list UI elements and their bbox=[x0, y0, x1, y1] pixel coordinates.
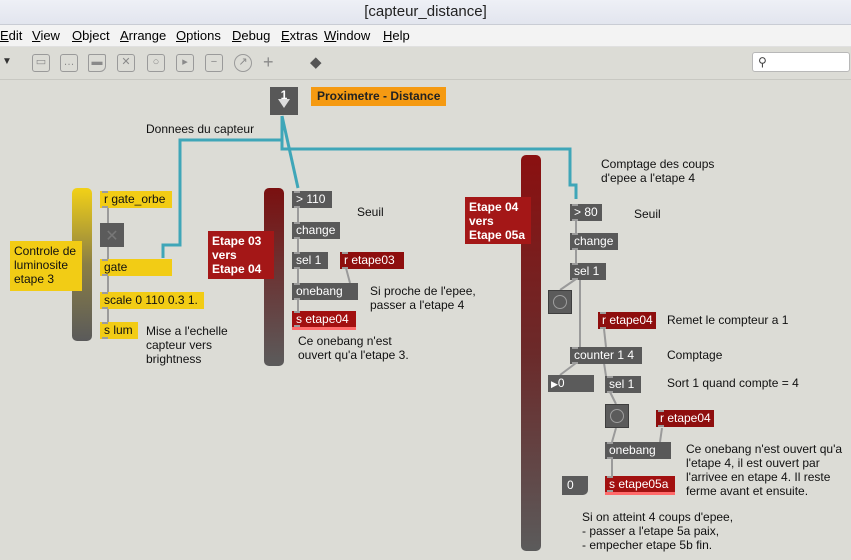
menu-bar: Edit View Object Arrange Options Debug E… bbox=[0, 25, 851, 47]
receive-etape04-object-b[interactable]: r etape04 bbox=[656, 410, 714, 427]
gt80-object[interactable]: > 80 bbox=[570, 204, 602, 221]
toolbar: ▼ ▭ … ▬ ✕ ○ ▸ − ↗ + ◆ bbox=[0, 47, 851, 80]
menu-object[interactable]: Object bbox=[72, 28, 110, 43]
title-bar: [capteur_distance] bbox=[0, 0, 851, 25]
near-sword-comment: Si proche de l'epee, passer a l'etape 4 bbox=[370, 284, 476, 312]
final-comment: Si on atteint 4 coups d'epee, - passer a… bbox=[582, 510, 734, 552]
receive-etape04-object-a[interactable]: r etape04 bbox=[598, 312, 656, 329]
out-when-four-comment: Sort 1 quand compte = 4 bbox=[667, 376, 799, 390]
slider-icon[interactable]: − bbox=[205, 54, 223, 72]
sel1-object-c[interactable]: sel 1 bbox=[605, 376, 641, 393]
bang-2[interactable] bbox=[605, 404, 629, 428]
onebang-comment-2: Ce onebang n'est ouvert qu'a l'etape 4, … bbox=[686, 442, 843, 498]
paint-bucket-icon[interactable]: ◆ bbox=[310, 54, 322, 71]
number-value: 0 bbox=[557, 376, 565, 390]
inlet-number: 1 bbox=[280, 88, 288, 102]
dial-icon[interactable]: ↗ bbox=[234, 54, 252, 72]
seuil-label-2: Seuil bbox=[634, 207, 661, 221]
wire-inlet-to-gt80 bbox=[280, 116, 578, 199]
sensor-data-label: Donnees du capteur bbox=[146, 122, 255, 136]
send-lum-object[interactable]: s lum bbox=[100, 322, 138, 339]
number-icon[interactable]: ▸ bbox=[176, 54, 194, 72]
menu-extras[interactable]: Extras bbox=[281, 28, 318, 43]
bang-1[interactable] bbox=[548, 290, 572, 314]
comment-icon[interactable]: … bbox=[60, 54, 78, 72]
toggle-x-icon: ✕ bbox=[105, 228, 119, 245]
message-zero[interactable]: 0 bbox=[562, 476, 588, 495]
gate-toggle[interactable]: ✕ bbox=[100, 223, 124, 247]
wire-inlet-to-gt110 bbox=[280, 115, 300, 189]
onebang-object-2[interactable]: onebang bbox=[605, 442, 671, 459]
onebang-comment-1: Ce onebang n'est ouvert qu'a l'etape 3. bbox=[298, 334, 409, 362]
menu-edit[interactable]: Edit bbox=[0, 28, 23, 43]
proximity-title: Proximetre - Distance bbox=[311, 87, 447, 106]
presentation-icon[interactable]: ▭ bbox=[32, 54, 50, 72]
menu-options[interactable]: Options bbox=[176, 28, 221, 43]
button-icon[interactable]: ○ bbox=[147, 54, 165, 72]
menu-window[interactable]: Window bbox=[324, 28, 371, 43]
add-icon[interactable]: + bbox=[263, 52, 274, 72]
send-etape04-object[interactable]: s etape04 bbox=[292, 311, 356, 330]
scale-comment: Mise a l'echelle capteur vers brightness bbox=[146, 324, 228, 366]
change-object-2[interactable]: change bbox=[570, 233, 618, 250]
stage03-panel: Etape 03 vers Etape 04 bbox=[208, 231, 274, 279]
stage04-slider[interactable] bbox=[521, 155, 541, 551]
menu-help[interactable]: Help bbox=[383, 28, 410, 43]
number-box[interactable]: ▶0 bbox=[548, 375, 594, 392]
stage04-panel: Etape 04 vers Etape 05a bbox=[465, 197, 531, 244]
search-field[interactable]: ⚲ bbox=[752, 52, 850, 72]
reset-counter-comment: Remet le compteur a 1 bbox=[667, 313, 789, 327]
menu-debug[interactable]: Debug bbox=[232, 28, 271, 43]
counter-object[interactable]: counter 1 4 bbox=[570, 347, 642, 364]
receive-etape03-object[interactable]: r etape03 bbox=[340, 252, 404, 269]
luminosity-panel: Controle de luminosite etape 3 bbox=[10, 241, 82, 291]
count-hits-comment: Comptage des coups d'epee a l'etape 4 bbox=[601, 157, 715, 185]
scale-object[interactable]: scale 0 110 0.3 1. bbox=[100, 292, 204, 309]
inlet-arrow-icon bbox=[278, 99, 290, 108]
toggle-icon[interactable]: ✕ bbox=[117, 54, 135, 72]
menu-arrange[interactable]: Arrange bbox=[120, 28, 167, 43]
dropdown-arrow-icon[interactable]: ▼ bbox=[2, 56, 12, 67]
inlet[interactable]: 1 bbox=[270, 87, 298, 115]
window-title: [capteur_distance] bbox=[364, 3, 487, 20]
sel1-object-a[interactable]: sel 1 bbox=[292, 252, 328, 269]
magnifier-icon: ⚲ bbox=[758, 55, 767, 69]
gate-object[interactable]: gate bbox=[100, 259, 172, 276]
onebang-object-1[interactable]: onebang bbox=[292, 283, 358, 300]
sel1-object-b[interactable]: sel 1 bbox=[570, 263, 606, 280]
luminosity-slider[interactable] bbox=[72, 188, 92, 341]
gt110-object[interactable]: > 110 bbox=[292, 191, 332, 208]
gate-receive-object[interactable]: r gate_orbe bbox=[100, 191, 172, 208]
menu-view[interactable]: View bbox=[32, 28, 60, 43]
send-etape05a-object[interactable]: s etape05a bbox=[605, 476, 675, 495]
change-object-1[interactable]: change bbox=[292, 222, 340, 239]
message-icon[interactable]: ▬ bbox=[88, 54, 106, 72]
seuil-label-1: Seuil bbox=[357, 205, 384, 219]
number-arrow-icon: ▶ bbox=[551, 379, 558, 389]
counting-comment: Comptage bbox=[667, 348, 723, 362]
